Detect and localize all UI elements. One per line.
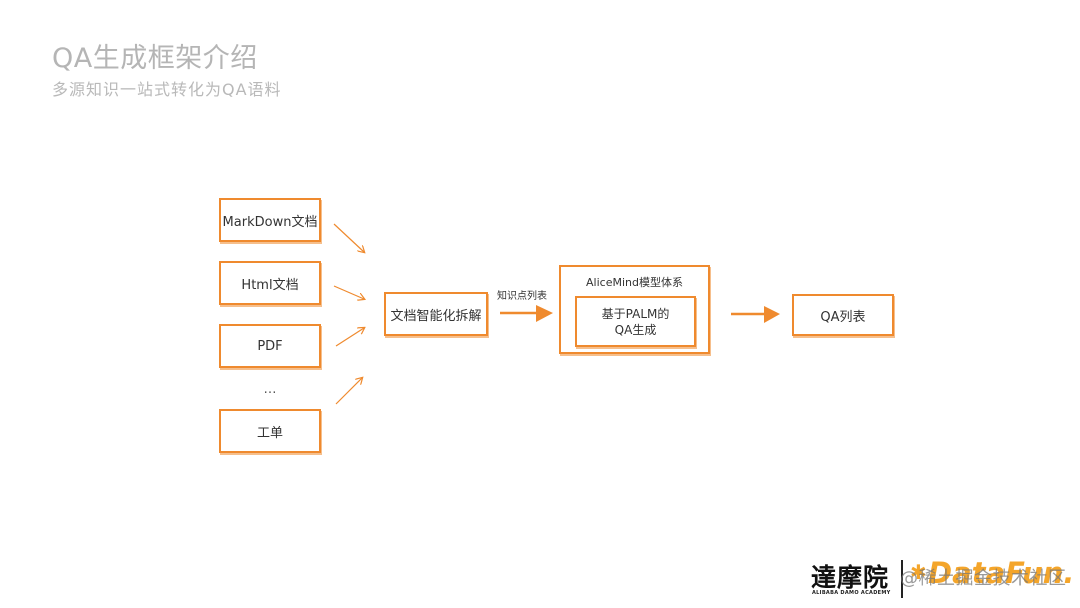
- source-ticket-box: 工单: [219, 409, 321, 453]
- juejin-watermark: @稀土掘金技术社区: [900, 568, 1067, 589]
- arrow-parser-to-model-head: [536, 305, 553, 322]
- damo-academy-logo: 達摩院: [811, 563, 890, 592]
- source-markdown-box: MarkDown文档: [219, 198, 321, 242]
- model-system-title: AliceMind模型体系: [586, 276, 683, 289]
- doc-parser-box: 文档智能化拆解: [384, 292, 488, 336]
- arrow-pdf-to-parser: [335, 328, 364, 347]
- arrow-ellipsis-to-parser: [335, 378, 362, 405]
- arrow-model-to-output-head: [764, 306, 780, 323]
- palm-qa-line2: QA生成: [614, 322, 657, 337]
- qa-list-box: QA列表: [792, 294, 894, 336]
- arrow-html-to-parser: [333, 285, 364, 299]
- damo-academy-subtitle: ALIBABA DAMO ACADEMY: [812, 590, 891, 596]
- palm-qa-box: 基于PALM的 QA生成: [575, 296, 696, 347]
- arrow-markdown-to-parser: [333, 223, 364, 252]
- datafun-star-icon: ✱: [910, 560, 927, 584]
- model-system-box: AliceMind模型体系 基于PALM的 QA生成: [559, 265, 710, 354]
- palm-qa-line1: 基于PALM的: [601, 306, 670, 321]
- edge-label-knowledge-list: 知识点列表: [497, 291, 547, 302]
- datafun-logo: DataFun.: [928, 556, 1075, 590]
- source-html-box: Html文档: [219, 261, 321, 305]
- page-title: QA生成框架介绍: [52, 43, 258, 74]
- footer-logos: 達摩院 ALIBABA DAMO ACADEMY ✱ DataFun. @稀土掘…: [808, 556, 1074, 604]
- footer-divider: [901, 560, 903, 598]
- page-subtitle: 多源知识一站式转化为QA语料: [52, 80, 282, 99]
- source-pdf-box: PDF: [219, 324, 321, 368]
- source-ellipsis: …: [263, 382, 277, 397]
